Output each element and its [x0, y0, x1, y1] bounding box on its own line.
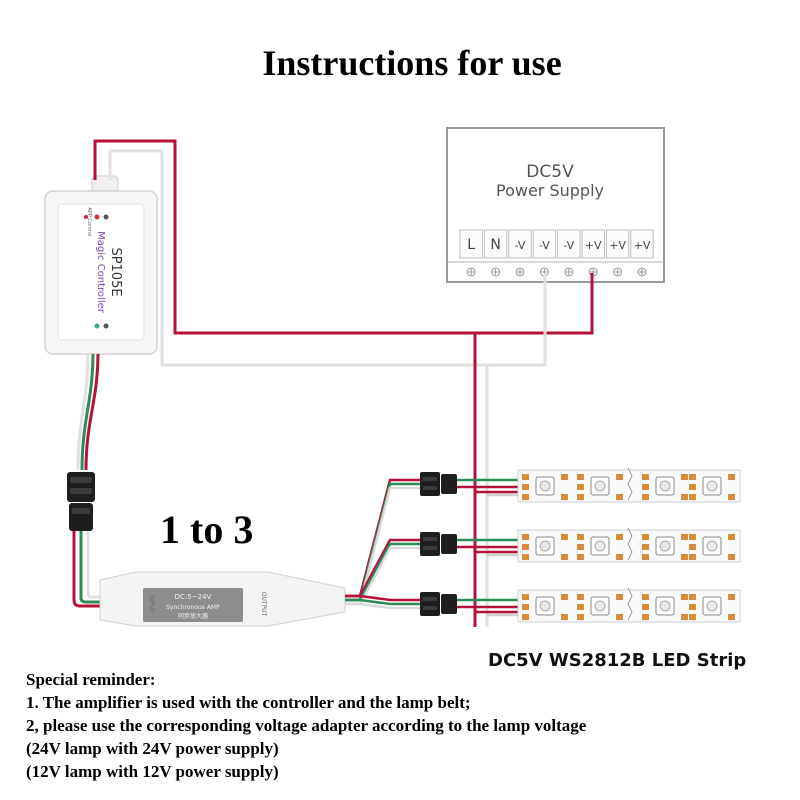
controller-output-cable: [76, 353, 100, 471]
led-strip: [517, 587, 741, 623]
terminal-label: +V: [585, 239, 602, 252]
terminal-label-box: [630, 229, 654, 259]
amp-output-text: OUTPUT: [260, 592, 267, 617]
strip-connector: [420, 532, 457, 556]
output-wire: [345, 594, 422, 602]
terminal-label: -V: [515, 239, 526, 252]
power-supply-label: Power Supply: [496, 181, 604, 200]
ratio-label: 1 to 3: [160, 507, 254, 552]
amp-voltage-text: DC:5~24V: [175, 593, 212, 601]
terminal-label-box: [532, 229, 557, 259]
controller-power-wires: [93, 139, 594, 367]
led-strip: [517, 467, 741, 503]
amp-input-cable: [72, 531, 112, 608]
amp-output-cables: [345, 478, 422, 610]
terminal-label-box: [557, 229, 581, 259]
reminder-line: 2, please use the corresponding voltage …: [26, 716, 587, 735]
strip-connector: [420, 592, 457, 616]
controller-model: SP105E: [108, 247, 123, 296]
amp-name-cn-text: 同步放大器: [178, 612, 208, 620]
led-strips: [420, 467, 741, 623]
sp105e-controller: SP105E Magic Controller APP Control: [44, 175, 158, 355]
reminder-line: 1. The amplifier is used with the contro…: [26, 693, 471, 712]
amp-name-text: Synchronous AMP: [166, 604, 220, 611]
synchronous-amplifier: DC:5~24V Synchronous AMP 同步放大器 INPUT OUT…: [99, 571, 346, 627]
led-indicator-icon: [94, 214, 100, 220]
led-strip: [517, 527, 741, 563]
controller-brand: Magic Controller: [95, 231, 106, 314]
terminal-label-box: [483, 229, 508, 259]
terminal-label-box: [605, 229, 630, 259]
power-supply-voltage: DC5V: [526, 162, 574, 182]
page-title: Instructions for use: [262, 43, 562, 83]
output-wire: [345, 478, 422, 598]
terminal-label: N: [490, 237, 500, 253]
terminal-label: +V: [609, 239, 626, 252]
reminder-line: (24V lamp with 24V power supply): [26, 739, 279, 758]
terminal-label-box: [508, 229, 532, 259]
strip-connector: [420, 472, 457, 496]
terminal-label-box: [581, 229, 605, 259]
jst-connector: [67, 472, 95, 531]
special-reminder: Special reminder: 1. The amplifier is us…: [26, 668, 586, 783]
terminal-label: +V: [634, 239, 651, 252]
amp-input-text: INPUT: [148, 595, 155, 613]
output-wire: [345, 602, 422, 610]
terminal-label-box: [459, 229, 483, 259]
controller-app-text: APP Control: [86, 207, 92, 236]
strip-label: DC5V WS2812B LED Strip: [488, 650, 747, 671]
reminder-line: (12V lamp with 12V power supply): [26, 762, 279, 781]
terminal-label: -V: [563, 239, 574, 252]
reminder-heading: Special reminder:: [26, 670, 156, 689]
terminal-label: -V: [539, 239, 550, 252]
terminal-label: L: [467, 237, 475, 253]
output-wire: [345, 598, 422, 606]
